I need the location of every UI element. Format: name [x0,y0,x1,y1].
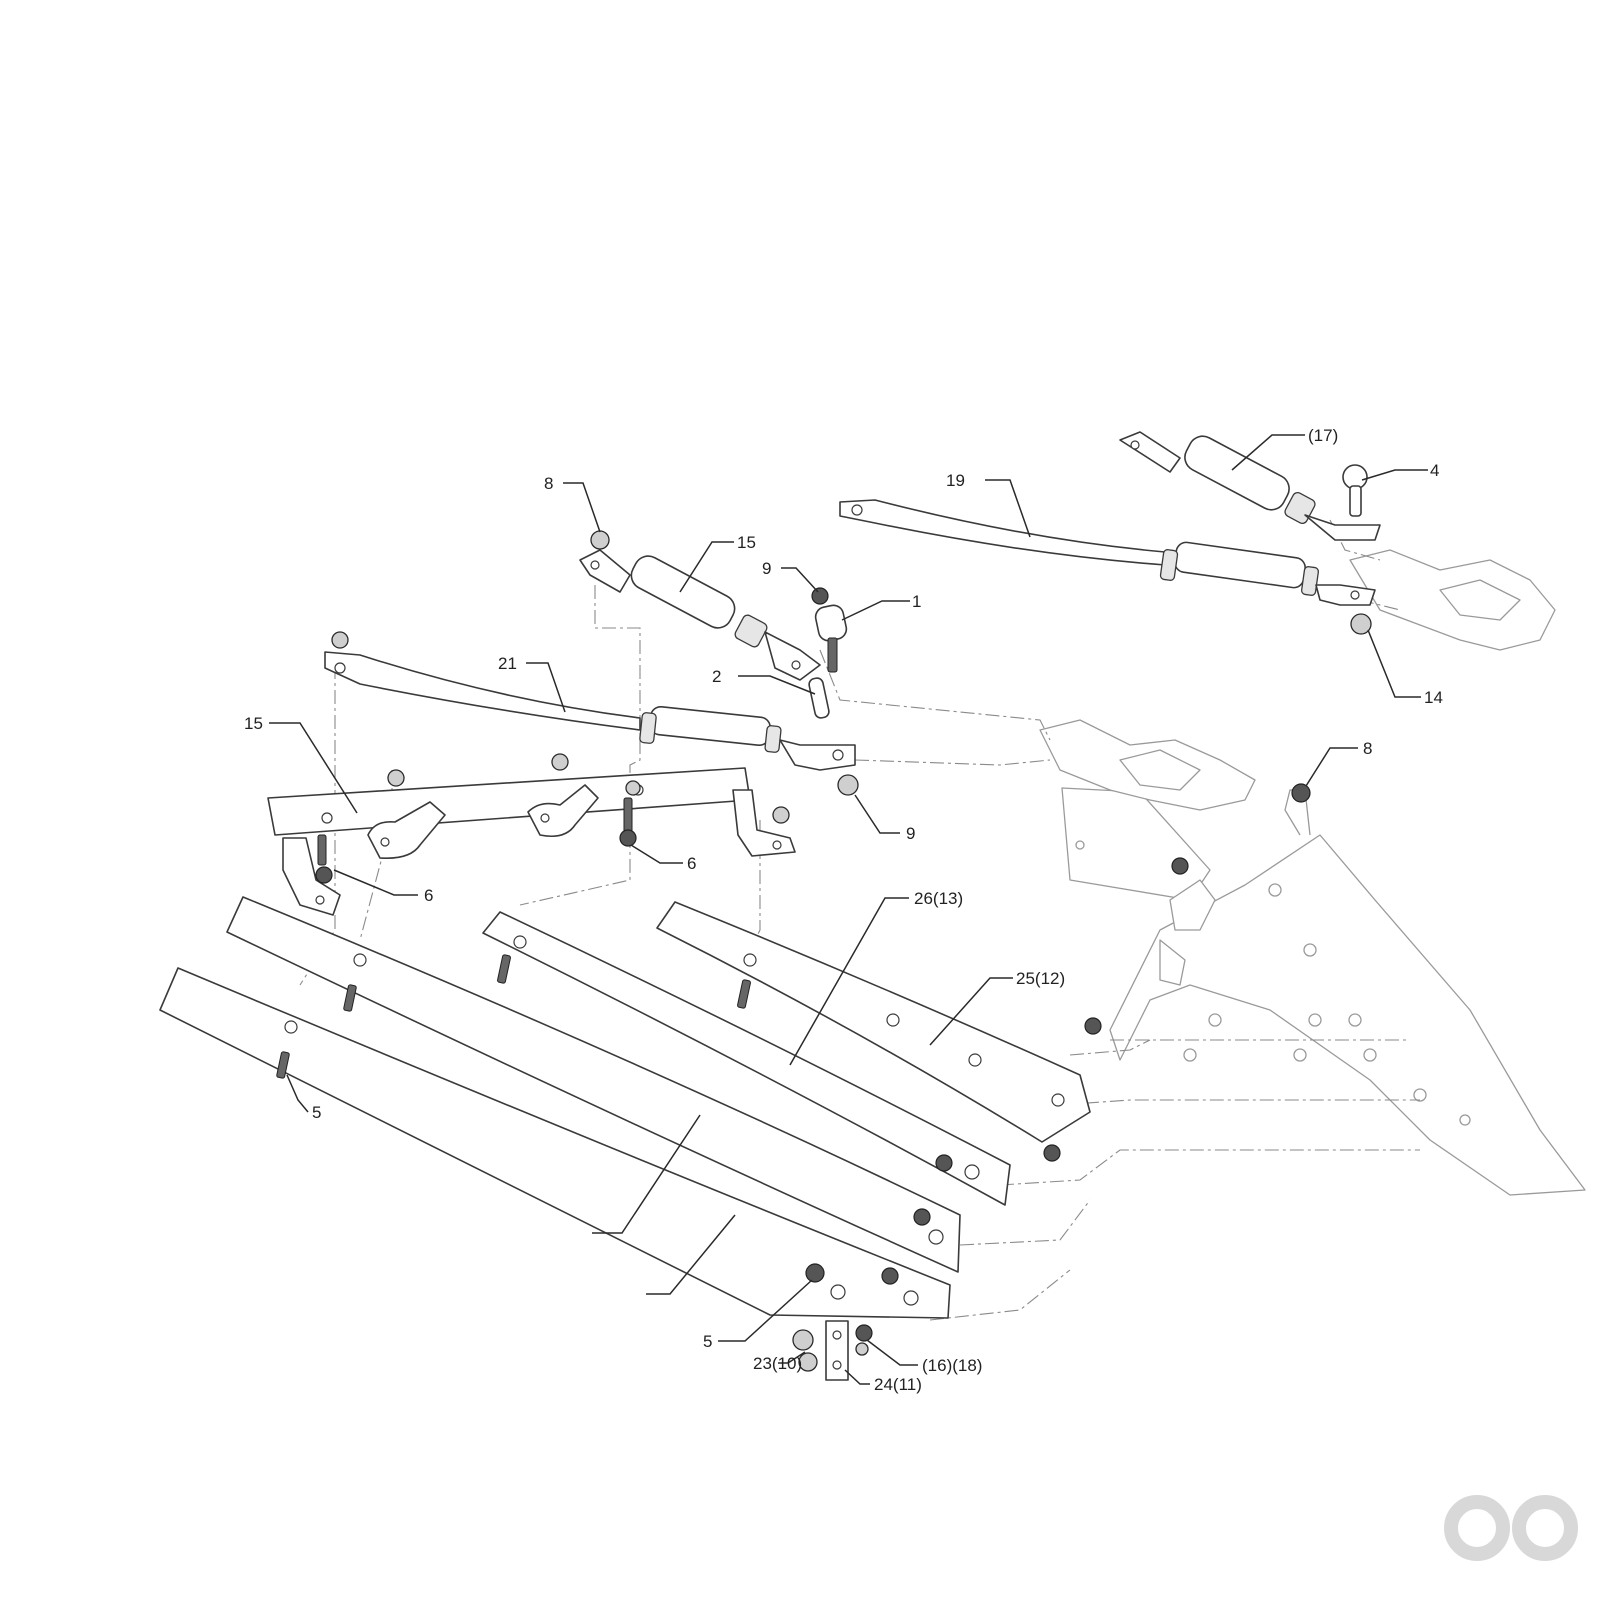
nut-21 [792,1329,818,1372]
rod-19 [324,631,859,796]
nut-8b [811,587,829,605]
callout-labels: 8 15 9 1 2 (17) 4 19 14 21 15 9 6 6 8 26… [244,426,1443,1394]
wear-strip-25 [226,896,961,1273]
assembly-lines [299,519,1420,1321]
callout-17: 19 [946,471,965,490]
nut-7 [1084,783,1311,1035]
leader-lines [269,434,1428,1385]
plough-body-ghost [1039,549,1586,1196]
callout-6a: 6 [424,886,433,905]
callout-1: 1 [912,592,921,611]
callout-7: 8 [1363,739,1372,758]
callout-8b: 9 [762,559,771,578]
callout-6b: 6 [687,854,696,873]
callout-14: 15 [244,714,263,733]
bracket-22 [825,1320,849,1381]
callout-24: 26(13) [914,889,963,908]
callout-16-18: (17) [1308,426,1338,445]
callout-15a: 15 [737,533,756,552]
callout-23: 25(12) [1016,969,1065,988]
callout-8a: 8 [544,474,553,493]
bracket-14 [267,753,796,916]
callout-5a: 5 [312,1103,321,1122]
callout-9a: 9 [906,824,915,843]
turnbuckle-15 [579,530,821,681]
plough-bolt-holes [1075,840,1471,1126]
pin-2 [808,677,830,719]
callout-9b: 14 [1424,688,1443,707]
callout-4: 4 [1430,461,1439,480]
wear-strip-26 [159,967,951,1319]
turnbuckle-16-18 [1119,431,1381,541]
callout-5b: 5 [703,1332,712,1351]
callout-22: 24(11) [874,1375,922,1394]
wear-strip-24 [482,911,1011,1206]
pin-4 [1342,464,1368,517]
rod-17 [839,499,1376,635]
callout-21: 23(10) [753,1354,802,1373]
callout-19: 21 [498,654,517,673]
nut-15-small [855,1324,873,1356]
callout-2: 2 [712,667,721,686]
strip-bolts [276,954,1061,1285]
watermark-logo [1444,1495,1578,1561]
callout-15b: (16)(18) [922,1356,982,1375]
wear-strip-23 [656,901,1091,1143]
pin-1 [814,604,848,673]
